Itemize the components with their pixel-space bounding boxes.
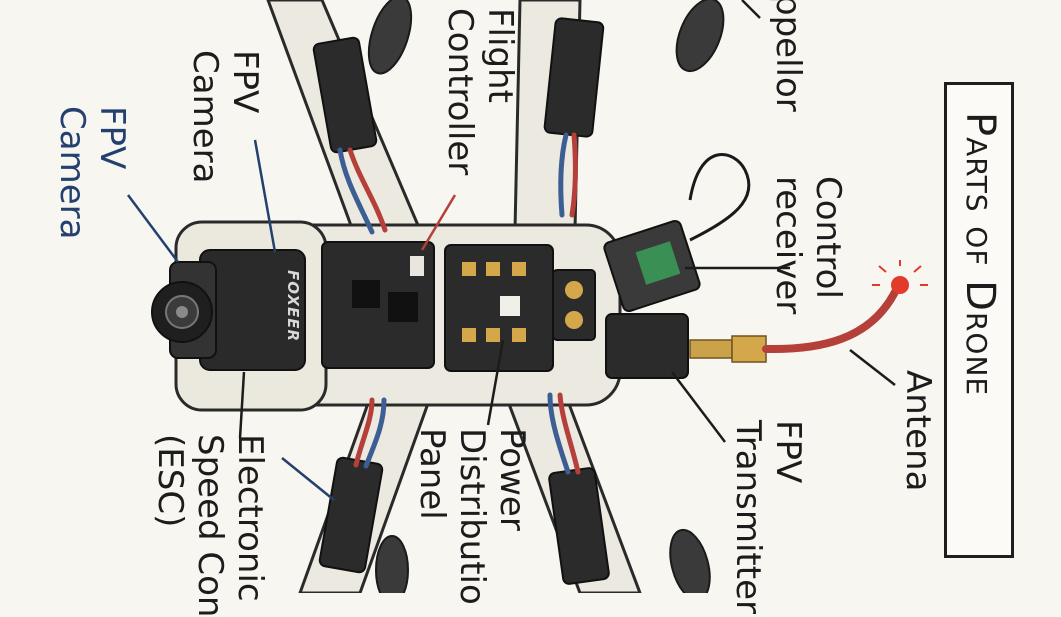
- camera-brand: FOXEER: [284, 270, 302, 342]
- leader-fpv-camera-blue: [128, 195, 178, 262]
- leader-esc-blue: [282, 458, 334, 500]
- label-fpv-transmitter: FPV Transmitter: [728, 420, 808, 614]
- receiver-antenna-wire: [690, 155, 749, 240]
- flight-controller-board: [322, 242, 434, 368]
- control-receiver-board: [603, 155, 749, 313]
- label-fpv-camera-blue: FPV Camera: [52, 106, 132, 239]
- fpv-camera: [152, 250, 305, 370]
- propeller-top-left: [361, 0, 420, 79]
- label-antena: Antena: [898, 370, 938, 491]
- label-flight-controller: Flight Controller: [440, 8, 520, 175]
- diagram-stage: Parts of Drone ppellor Flight Controller…: [0, 0, 1061, 593]
- propeller-bottom-right: [663, 526, 716, 593]
- diagram-title: Parts of Drone: [958, 112, 1002, 396]
- leader-antena: [850, 350, 895, 385]
- antenna-tip: [891, 276, 909, 294]
- propeller-bottom-left: [376, 536, 408, 593]
- propeller-top-right: [667, 0, 733, 78]
- camera-lens-glass: [176, 306, 188, 318]
- leader-propellor: [742, 0, 760, 18]
- label-propellor: ppellor: [768, 0, 808, 112]
- label-control-receiver: Control receiver: [768, 176, 848, 314]
- label-fpv-camera: FPV Camera: [185, 50, 265, 183]
- label-esc: Electronic Speed Con (ESC): [150, 434, 270, 617]
- leader-fpv-transmitter: [672, 372, 725, 442]
- label-power-distribution-panel: Power Distributio Panel: [412, 428, 532, 605]
